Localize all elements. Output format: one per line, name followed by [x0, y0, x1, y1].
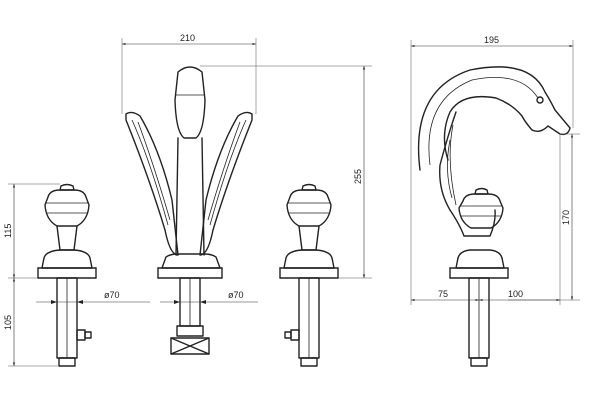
left-handle — [37, 183, 97, 367]
dim-spout-reach: 100 — [508, 289, 523, 299]
dim-diameter-left: ø70 — [104, 290, 120, 300]
dim-shank-length: 105 — [3, 315, 13, 330]
dim-diameter-right: ø70 — [228, 290, 244, 300]
faucet-side-view — [417, 66, 571, 367]
right-handle-front — [279, 183, 339, 367]
center-spout-front — [125, 66, 253, 355]
dim-spout-offset-back: 75 — [438, 289, 448, 299]
dim-spread-width: 210 — [180, 33, 195, 43]
dim-handle-height: 115 — [3, 224, 13, 238]
dim-total-height: 255 — [353, 169, 363, 184]
dimension-lines — [8, 38, 580, 367]
dim-spout-height: 170 — [561, 210, 571, 225]
dim-spout-width: 195 — [484, 35, 499, 45]
